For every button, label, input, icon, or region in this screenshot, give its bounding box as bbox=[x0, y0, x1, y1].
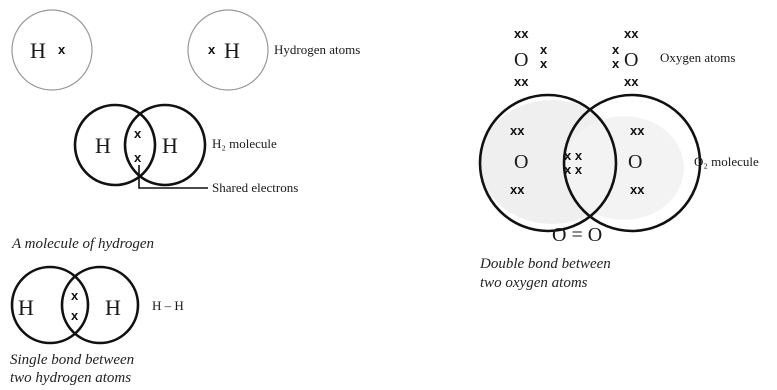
double-bond-formula: O = O bbox=[552, 224, 602, 246]
h2-molecule: H H x x bbox=[73, 103, 207, 187]
o2-electron-pair: xx bbox=[630, 182, 645, 197]
o2-shading bbox=[564, 116, 684, 220]
hydrogen-electron: x bbox=[58, 42, 66, 57]
oxygen-electron: x bbox=[540, 56, 548, 71]
o2-left-symbol: O bbox=[514, 151, 528, 173]
caption-double-bond-line1: Double bond between bbox=[479, 256, 611, 272]
h2-left-symbol: H bbox=[95, 133, 111, 158]
h2-left-atom-shell bbox=[73, 103, 157, 187]
oxygen-atom-left: xx O x x xx bbox=[514, 26, 548, 89]
oxygen-atoms-label: Oxygen atoms bbox=[660, 50, 735, 65]
shared-electrons-label: Shared electrons bbox=[212, 180, 298, 195]
caption-single-bond-line1: Single bond between bbox=[10, 352, 134, 368]
oxygen-atom-right: xx x x O xx bbox=[612, 26, 639, 89]
oxygen-electron: x bbox=[612, 56, 620, 71]
o2-shared-electrons: x x bbox=[564, 162, 583, 177]
oxygen-electron-pair: xx bbox=[624, 74, 639, 89]
caption-hydrogen-molecule: A molecule of hydrogen bbox=[11, 236, 154, 252]
oxygen-electron-pair: xx bbox=[514, 26, 529, 41]
hydrogen-atoms-label: Hydrogen atoms bbox=[274, 42, 360, 57]
hydrogen-symbol: H bbox=[224, 38, 240, 63]
hydrogen-symbol: H bbox=[30, 38, 46, 63]
o2-left-atom-shell bbox=[478, 93, 618, 233]
h2-molecule-label: H₂ molecule bbox=[212, 136, 277, 151]
oxygen-electron-pair: xx bbox=[514, 74, 529, 89]
hydrogen-atom-shell bbox=[11, 9, 93, 91]
h2-shared-electron: x bbox=[134, 150, 142, 165]
oxygen-electron: x bbox=[612, 42, 620, 57]
h2-right-atom-shell bbox=[123, 103, 207, 187]
h2-shared-electron: x bbox=[134, 126, 142, 141]
oxygen-electron-pair: xx bbox=[624, 26, 639, 41]
o2-right-atom-shell bbox=[562, 93, 702, 233]
single-bond-left-symbol: H bbox=[18, 295, 34, 320]
hydrogen-atom-left: H x bbox=[11, 9, 93, 91]
caption-double-bond-line2: two oxygen atoms bbox=[480, 275, 588, 291]
o2-shared-electrons: x x bbox=[564, 148, 583, 163]
o2-right-symbol: O bbox=[628, 151, 642, 173]
oxygen-symbol: O bbox=[514, 49, 528, 71]
single-bond-electron: x bbox=[71, 288, 79, 303]
oxygen-electron: x bbox=[540, 42, 548, 57]
shared-electrons-pointer bbox=[138, 165, 208, 189]
o2-molecule-label: O₂ molecule bbox=[694, 154, 759, 169]
o2-electron-pair: xx bbox=[510, 182, 525, 197]
o2-molecule: xx O xx x x x x xx O xx bbox=[478, 93, 702, 233]
hydrogen-electron: x bbox=[208, 42, 216, 57]
h2-right-symbol: H bbox=[162, 133, 178, 158]
o2-electron-pair: xx bbox=[510, 123, 525, 138]
single-bond-left-shell bbox=[10, 265, 90, 345]
single-bond-diagram: H H x x bbox=[10, 265, 140, 345]
hydrogen-atom-shell bbox=[187, 9, 269, 91]
single-bond-right-symbol: H bbox=[105, 295, 121, 320]
single-bond-right-shell bbox=[60, 265, 140, 345]
single-bond-electron: x bbox=[71, 308, 79, 323]
single-bond-formula: H – H bbox=[152, 298, 184, 313]
hydrogen-atom-right: x H bbox=[187, 9, 269, 91]
o2-electron-pair: xx bbox=[630, 123, 645, 138]
caption-single-bond-line2: two hydrogen atoms bbox=[10, 370, 131, 386]
oxygen-symbol: O bbox=[624, 49, 638, 71]
